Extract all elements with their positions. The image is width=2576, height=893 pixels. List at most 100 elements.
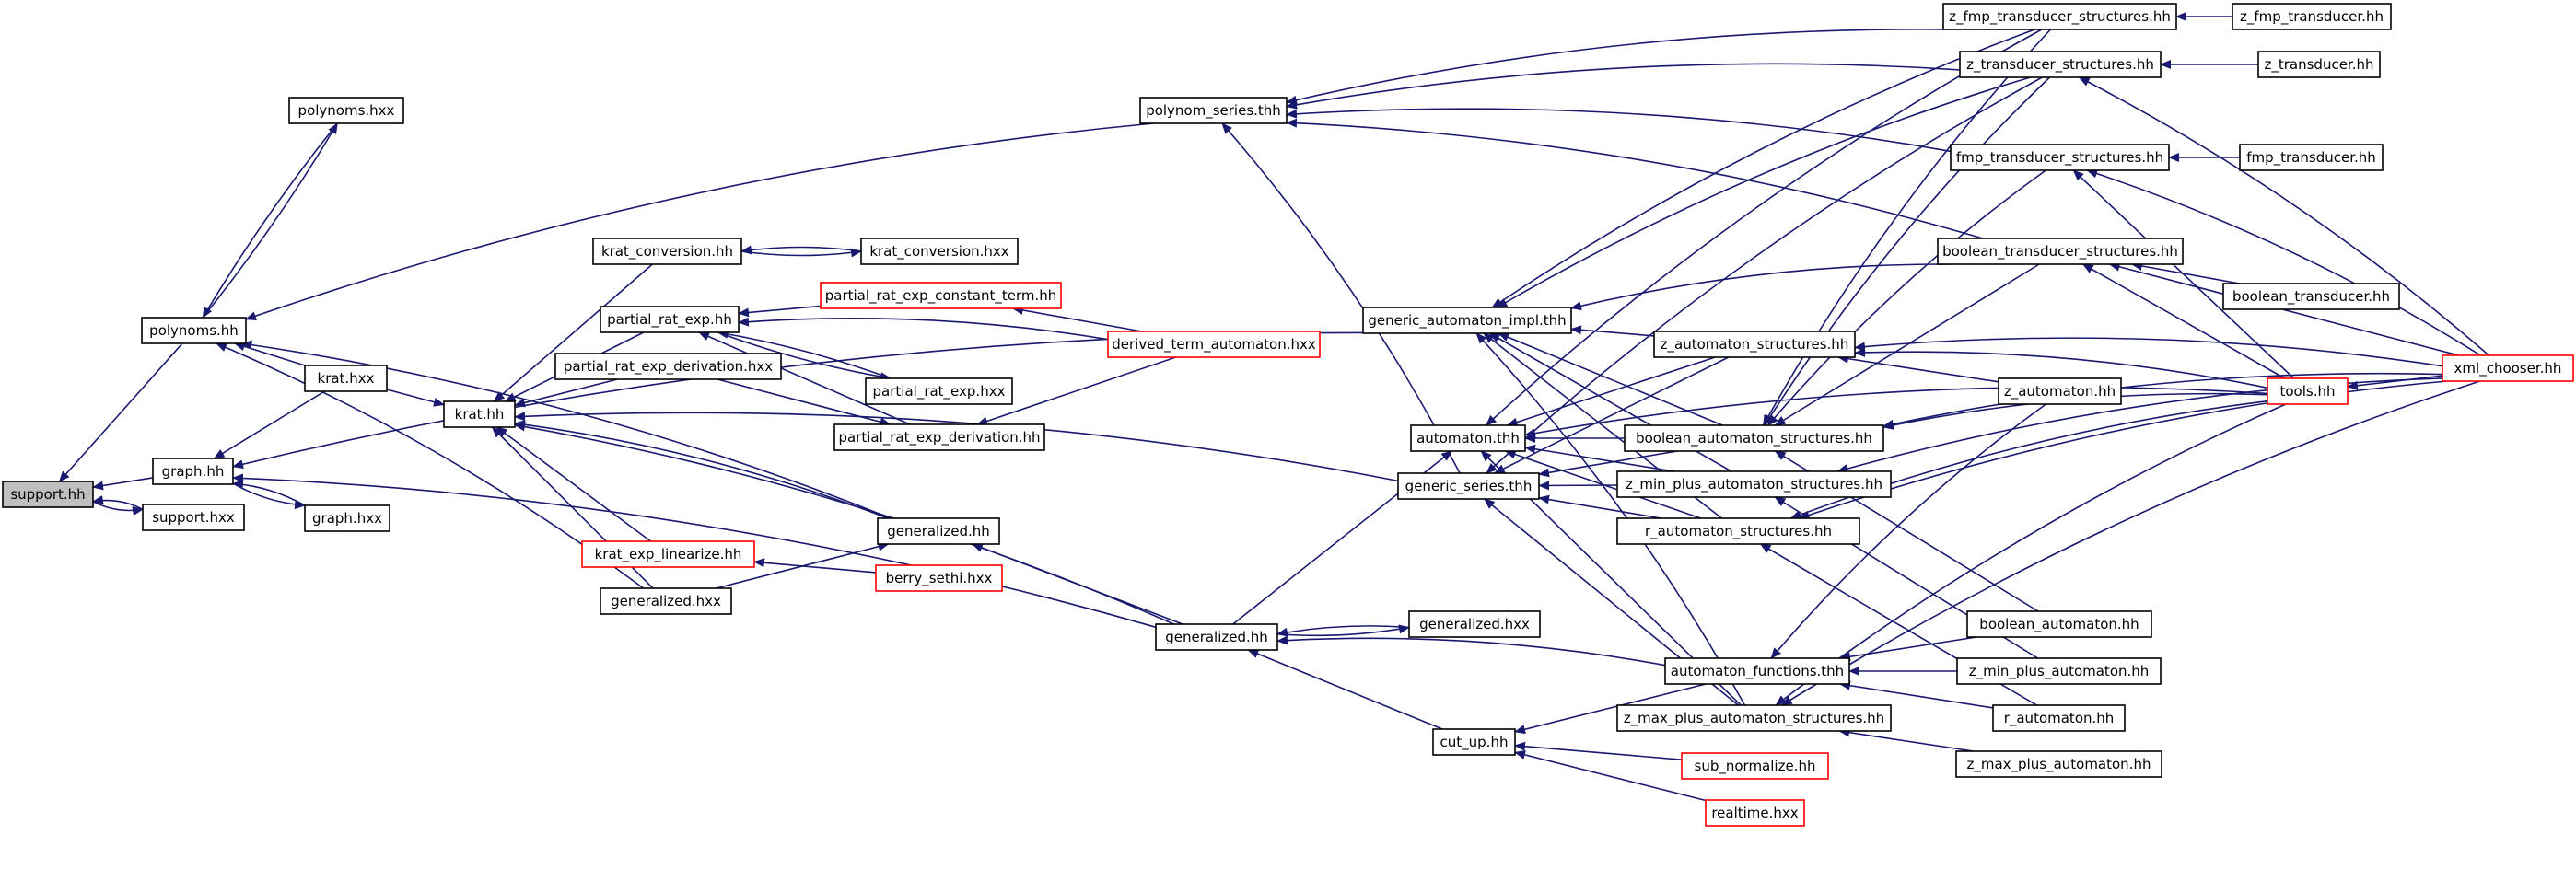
node-z_min_plus_automaton_structures_hh[interactable]: z_min_plus_automaton_structures.hh: [1616, 470, 1892, 498]
edge-z_automaton_hh-to-automaton_functions_thh: [1770, 403, 2046, 659]
node-box: [1624, 424, 1884, 452]
node-support_hh[interactable]: support.hh: [2, 481, 94, 508]
edge-krat_hxx-to-krat_hh: [386, 389, 445, 407]
node-box: [443, 400, 516, 428]
edge-partial_rat_exp_derivation_hxx-to-partial_rat_exp_derivation_hh: [717, 378, 892, 427]
node-box: [600, 306, 740, 333]
node-label: graph.hxx: [312, 510, 382, 527]
node-krat_hh[interactable]: krat.hh: [443, 400, 516, 428]
node-label: z_min_plus_automaton_structures.hh: [1626, 476, 1882, 493]
node-label: partial_rat_exp_derivation.hxx: [564, 358, 773, 376]
node-generic_automaton_impl_thh[interactable]: generic_automaton_impl.thh: [1362, 307, 1572, 334]
node-support_hxx[interactable]: support.hxx: [142, 504, 245, 531]
edge-xml_chooser_hh-to-tools_hh: [2347, 375, 2443, 390]
node-krat_conversion_hxx[interactable]: krat_conversion.hxx: [860, 238, 1019, 265]
edge-generalized_hh_a-to-polynoms_hh: [240, 340, 892, 519]
node-z_max_plus_automaton_structures_hh[interactable]: z_max_plus_automaton_structures.hh: [1616, 704, 1892, 732]
edge-generalized_hh_a-to-krat_hh: [514, 420, 889, 519]
node-z_automaton_structures_hh[interactable]: z_automaton_structures.hh: [1653, 331, 1856, 358]
node-z_min_plus_automaton_hh[interactable]: z_min_plus_automaton.hh: [1956, 657, 2162, 685]
node-z_transducer_structures_hh[interactable]: z_transducer_structures.hh: [1959, 51, 2162, 78]
node-box: [288, 97, 404, 124]
node-partial_rat_exp_derivation_hh[interactable]: partial_rat_exp_derivation.hh: [833, 423, 1045, 451]
node-boolean_automaton_hh[interactable]: boolean_automaton.hh: [1966, 610, 2152, 638]
node-fmp_transducer_hh[interactable]: fmp_transducer.hh: [2239, 144, 2384, 171]
node-label: derived_term_automaton.hxx: [1112, 336, 1316, 354]
node-z_automaton_hh[interactable]: z_automaton.hh: [1998, 377, 2122, 405]
node-box: [1107, 331, 1321, 358]
node-krat_exp_linearize_hh[interactable]: krat_exp_linearize.hh: [581, 540, 755, 568]
node-label: partial_rat_exp.hxx: [873, 383, 1006, 400]
node-label: fmp_transducer.hh: [2246, 149, 2376, 167]
node-automaton_functions_thh[interactable]: automaton_functions.thh: [1664, 657, 1850, 685]
node-tools_hh[interactable]: tools.hh: [2267, 377, 2349, 405]
edge-generalized_hh_b-to-generalized_hxx_b: [1276, 624, 1410, 637]
node-boolean_automaton_structures_hh[interactable]: boolean_automaton_structures.hh: [1624, 424, 1884, 452]
edge-partial_rat_exp_hh-to-partial_rat_exp_hxx: [717, 331, 892, 382]
node-graph_hxx[interactable]: graph.hxx: [304, 504, 390, 532]
node-label: z_min_plus_automaton.hh: [1969, 663, 2150, 680]
edge-partial_rat_exp_derivation_hh-to-partial_rat_exp_hh: [698, 331, 911, 425]
node-generalized_hh_b[interactable]: generalized.hh: [1155, 623, 1278, 651]
edge-derived_term_automaton_hxx-to-partial_rat_exp_hh: [738, 317, 1109, 341]
node-polynoms_hxx[interactable]: polynoms.hxx: [288, 97, 404, 124]
node-partial_rat_exp_derivation_hxx[interactable]: partial_rat_exp_derivation.hxx: [554, 353, 782, 380]
node-berry_sethi_hxx[interactable]: berry_sethi.hxx: [875, 564, 1003, 592]
node-label: r_automaton.hh: [2004, 710, 2115, 727]
edge-generalized_hh_b-to-graph_hh: [232, 473, 1157, 629]
edge-krat_conversion_hh-to-krat_hh: [493, 263, 653, 402]
edge-tools_hh-to-boolean_transducer_structures_hh: [2081, 263, 2286, 379]
node-realtime_hxx[interactable]: realtime.hxx: [1705, 799, 1805, 827]
node-fmp_transducer_structures_hh[interactable]: fmp_transducer_structures.hh: [1950, 144, 2170, 171]
node-generalized_hxx_b[interactable]: generalized.hxx: [1408, 610, 1541, 638]
edge-generalized_hxx_a-to-generalized_hh_a: [716, 541, 890, 589]
node-polynoms_hh[interactable]: polynoms.hh: [141, 317, 247, 344]
node-generalized_hxx_a[interactable]: generalized.hxx: [600, 587, 732, 615]
node-partial_rat_exp_constant_term_hh[interactable]: partial_rat_exp_constant_term.hh: [820, 282, 1062, 309]
edge-tools_hh-to-automaton_thh: [1524, 386, 2268, 438]
node-polynom_series_thh[interactable]: polynom_series.thh: [1139, 97, 1288, 124]
node-r_automaton_hh[interactable]: r_automaton.hh: [1992, 704, 2126, 732]
edge-partial_rat_exp_derivation_hxx-to-krat_hh: [514, 378, 618, 408]
node-graph_hh[interactable]: graph.hh: [152, 458, 234, 485]
node-automaton_thh[interactable]: automaton.thh: [1410, 424, 1526, 452]
node-cut_up_hh[interactable]: cut_up.hh: [1432, 728, 1516, 756]
node-z_fmp_transducer_hh[interactable]: z_fmp_transducer.hh: [2232, 3, 2392, 30]
edge-polynoms_hxx-to-polynoms_hh: [202, 122, 338, 319]
edge-z_fmp_transducer_structures_hh-to-polynom_series_thh: [1286, 29, 1944, 105]
node-generic_series_thh[interactable]: generic_series.thh: [1397, 472, 1540, 500]
node-label: boolean_automaton.hh: [1979, 616, 2139, 633]
node-xml_chooser_hh[interactable]: xml_chooser.hh: [2442, 354, 2574, 382]
node-label: generic_series.thh: [1405, 478, 1533, 495]
node-label: z_transducer_structures.hh: [1966, 56, 2154, 74]
node-box: [1956, 657, 2162, 685]
node-z_transducer_hh[interactable]: z_transducer.hh: [2257, 51, 2381, 78]
node-generalized_hh_a[interactable]: generalized.hh: [877, 517, 1000, 545]
edge-z_fmp_transducer_structures_hh-to-automaton_thh: [1485, 29, 2043, 426]
edge-tools_hh-to-fmp_transducer_structures_hh: [2072, 169, 2295, 379]
node-box: [1616, 704, 1892, 732]
node-z_max_plus_automaton_hh[interactable]: z_max_plus_automaton.hh: [1955, 750, 2162, 778]
node-krat_conversion_hh[interactable]: krat_conversion.hh: [592, 238, 742, 265]
edge-graph_hh-to-graph_hxx: [232, 482, 306, 510]
node-label: krat.hxx: [318, 370, 375, 387]
node-boolean_transducer_hh[interactable]: boolean_transducer.hh: [2222, 283, 2400, 310]
node-label: partial_rat_exp.hh: [607, 311, 732, 329]
node-partial_rat_exp_hh[interactable]: partial_rat_exp.hh: [600, 306, 740, 333]
edge-boolean_transducer_structures_hh-to-polynom_series_thh: [1286, 118, 1984, 239]
edge-polynom_series_thh-to-polynoms_hh: [245, 122, 1154, 320]
node-boolean_transducer_structures_hh[interactable]: boolean_transducer_structures.hh: [1937, 238, 2184, 265]
node-label: z_transducer.hh: [2264, 56, 2373, 74]
node-partial_rat_exp_hxx[interactable]: partial_rat_exp.hxx: [865, 377, 1013, 405]
node-z_fmp_transducer_structures_hh[interactable]: z_fmp_transducer_structures.hh: [1942, 3, 2177, 30]
node-krat_hxx[interactable]: krat.hxx: [304, 365, 388, 392]
node-derived_term_automaton_hxx[interactable]: derived_term_automaton.hxx: [1107, 331, 1321, 358]
edge-xml_chooser_hh-to-z_transducer_structures_hh: [2078, 76, 2489, 356]
edge-z_max_plus_automaton_hh-to-z_max_plus_automaton_structures_hh: [1838, 727, 1974, 752]
node-r_automaton_structures_hh[interactable]: r_automaton_structures.hh: [1616, 517, 1860, 545]
node-label: krat_conversion.hxx: [869, 243, 1008, 261]
node-sub_normalize_hh[interactable]: sub_normalize.hh: [1681, 752, 1829, 780]
node-box: [2232, 3, 2392, 30]
node-layer: support.hh polynoms.hh polynoms.hxx graph.h…: [2, 3, 2574, 827]
